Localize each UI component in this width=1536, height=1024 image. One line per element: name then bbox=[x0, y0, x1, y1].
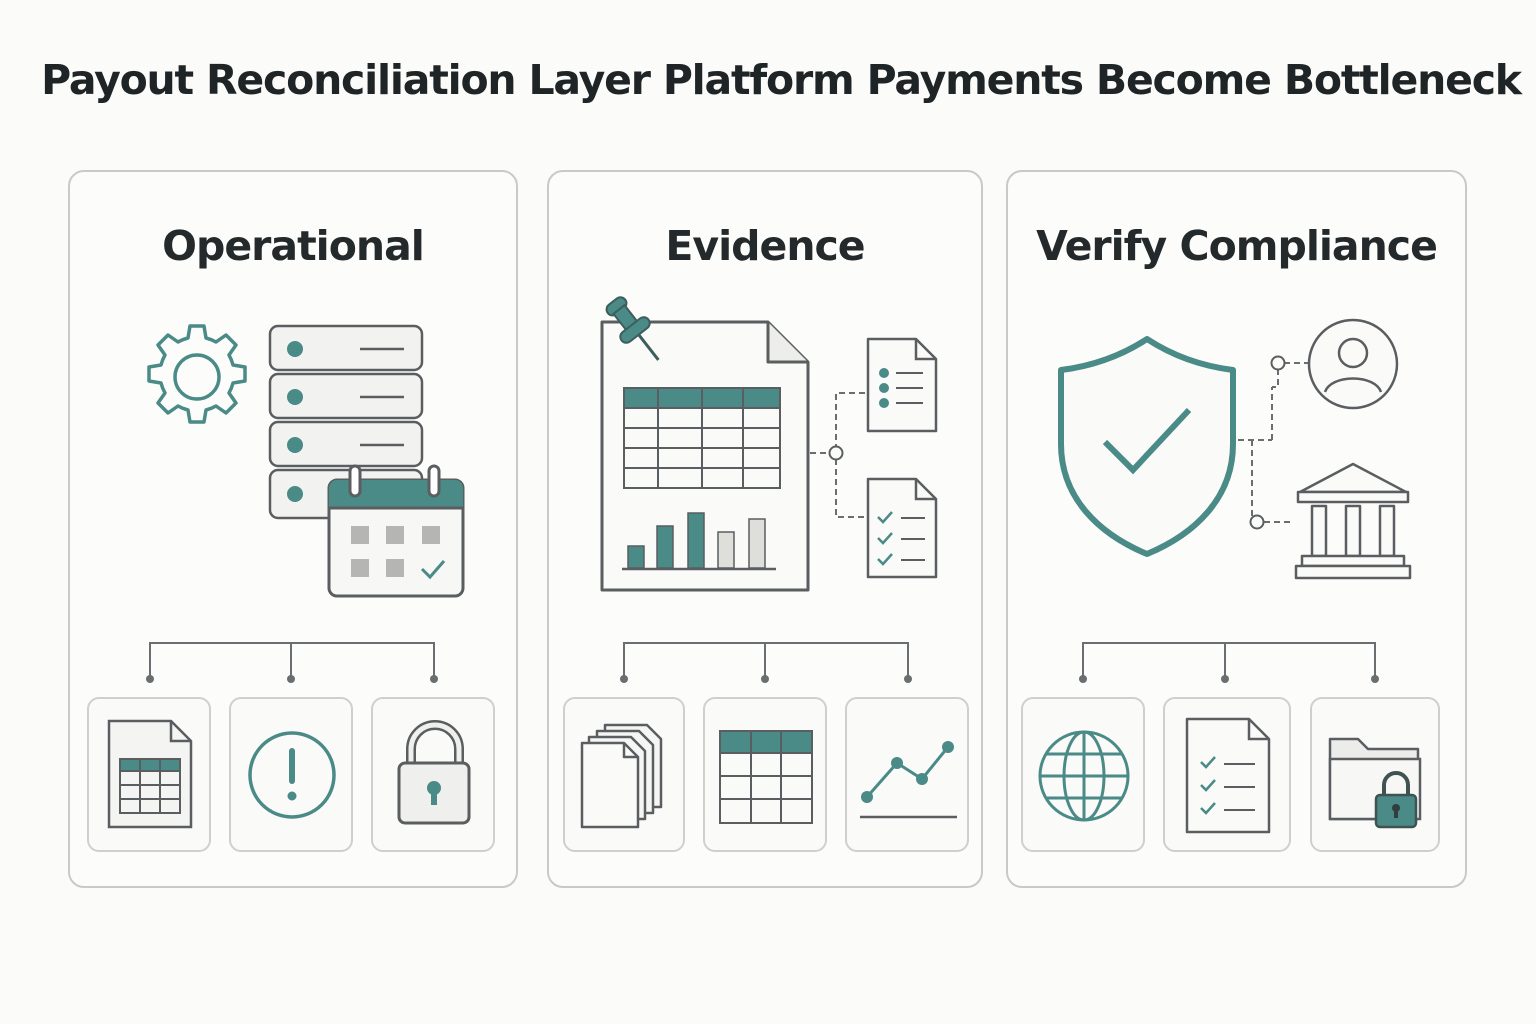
spreadsheet-document-icon bbox=[107, 719, 193, 829]
connector-lines bbox=[1238, 355, 1308, 530]
stacked-documents-icon bbox=[580, 723, 663, 829]
connector-lines bbox=[620, 642, 912, 683]
user-avatar-icon bbox=[1307, 318, 1399, 410]
checklist-card[interactable] bbox=[1163, 697, 1291, 852]
page-title: Payout Reconciliation Layer Platform Pay… bbox=[41, 56, 1522, 104]
calendar-icon bbox=[327, 464, 465, 598]
table-card[interactable] bbox=[703, 697, 827, 852]
locked-folder-card[interactable] bbox=[1310, 697, 1440, 852]
pushpin-icon bbox=[605, 296, 660, 361]
connector-lines bbox=[1079, 642, 1379, 683]
alert-icon bbox=[248, 731, 336, 819]
panel-title: Operational bbox=[162, 222, 425, 270]
panel-title: Evidence bbox=[665, 222, 865, 270]
gear-icon bbox=[147, 324, 247, 424]
shield-check-icon bbox=[1058, 336, 1236, 557]
connector-lines bbox=[810, 392, 865, 518]
line-chart-card[interactable] bbox=[845, 697, 969, 852]
spreadsheet-document-card[interactable] bbox=[87, 697, 211, 852]
checklist-icon bbox=[1185, 717, 1271, 834]
bank-building-icon bbox=[1294, 462, 1412, 580]
line-chart-icon bbox=[860, 741, 957, 819]
locked-folder-icon bbox=[1328, 737, 1422, 829]
table-icon bbox=[719, 730, 813, 824]
report-document-icon bbox=[600, 320, 810, 592]
globe-icon bbox=[1038, 730, 1130, 822]
list-document-icon bbox=[866, 337, 938, 433]
padlock-card[interactable] bbox=[371, 697, 495, 852]
stacked-documents-card[interactable] bbox=[563, 697, 685, 852]
alert-card[interactable] bbox=[229, 697, 353, 852]
padlock-icon bbox=[397, 720, 471, 825]
connector-lines bbox=[146, 642, 438, 683]
checklist-document-icon bbox=[866, 477, 938, 579]
panel-title: Verify Compliance bbox=[1036, 222, 1438, 270]
globe-card[interactable] bbox=[1021, 697, 1145, 852]
